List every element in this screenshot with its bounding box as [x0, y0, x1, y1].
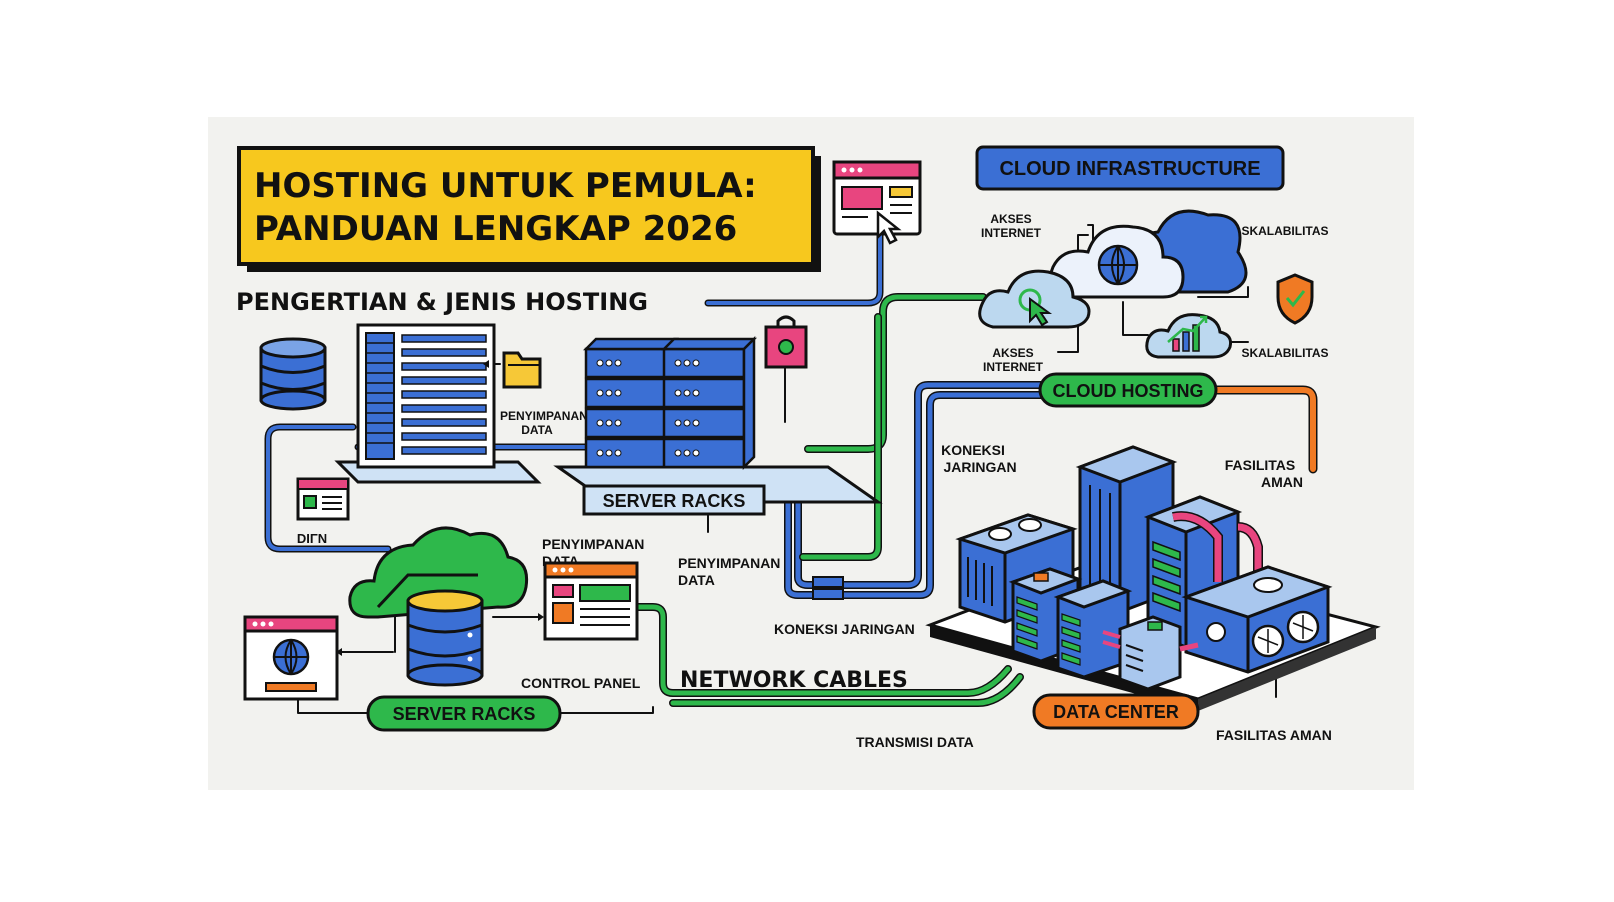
title-line-1: HOSTING UNTUK PEMULA: — [254, 166, 757, 206]
server-racks-icon — [553, 315, 883, 504]
label-fasilitas-a: FASILITAS — [1225, 457, 1296, 473]
label-network-cables: NETWORK CABLES — [680, 668, 908, 693]
label-penyimpanan-3a: PENYIMPANAN — [678, 555, 780, 571]
label-koneksi-a: KONEKSI — [941, 442, 1005, 458]
label-fasilitas-aman-bottom: FASILITAS AMAN — [1216, 727, 1332, 743]
browser-window-icon — [832, 160, 922, 245]
cloud-database-icon — [348, 526, 529, 687]
label-penyimpanan-1b: DATA — [521, 423, 553, 437]
folder-icon — [502, 351, 542, 389]
browser-small-icon — [296, 477, 350, 521]
cloud-globe-icon — [1048, 209, 1248, 299]
label-akses-1a: AKSES — [990, 212, 1031, 226]
label-akses-1b: INTERNET — [981, 226, 1042, 240]
label-diten: DIΓN — [297, 531, 327, 546]
cloud-cursor-icon — [978, 269, 1091, 329]
control-panel-icon — [543, 561, 639, 641]
label-control-panel: CONTROL PANEL — [521, 675, 641, 691]
label-penyimpanan-2a: PENYIMPANAN — [542, 536, 644, 552]
data-center-pill: DATA CENTER — [1032, 693, 1200, 730]
title-line-2: PANDUAN LENGKAP 2026 — [254, 209, 737, 249]
server-racks-bottom-pill: SERVER RACKS — [366, 695, 562, 732]
svg-text:CLOUD INFRASTRUCTURE: CLOUD INFRASTRUCTURE — [999, 158, 1260, 180]
cloud-infrastructure-label: CLOUD INFRASTRUCTURE — [975, 145, 1285, 191]
label-fasilitas-b: AMAN — [1261, 474, 1303, 490]
subtitle: PENGERTIAN & JENIS HOSTING — [236, 288, 648, 316]
database-icon — [259, 337, 327, 411]
server-racks-top-label: SERVER RACKS — [582, 484, 766, 516]
label-skalabilitas-1: SKALABILITAS — [1241, 224, 1328, 238]
hosting-diagram: HOSTING UNTUK PEMULA: PANDUAN LENGKAP 20… — [236, 145, 1381, 750]
label-koneksi-jaringan-bottom: KONEKSI JARINGAN — [774, 621, 915, 637]
svg-text:SERVER RACKS: SERVER RACKS — [393, 704, 536, 724]
lock-icon — [764, 315, 808, 369]
label-penyimpanan-3b: DATA — [678, 572, 715, 588]
label-penyimpanan-1a: PENYIMPANAN — [500, 409, 588, 423]
svg-text:SERVER RACKS: SERVER RACKS — [603, 491, 746, 511]
svg-text:DATA CENTER: DATA CENTER — [1053, 702, 1179, 722]
cloud-chart-icon — [1145, 313, 1232, 359]
svg-text:CLOUD HOSTING: CLOUD HOSTING — [1053, 381, 1204, 401]
server-cabinet-icon — [334, 323, 542, 484]
title-box: HOSTING UNTUK PEMULA: PANDUAN LENGKAP 20… — [237, 146, 821, 272]
label-akses-2b: INTERNET — [983, 360, 1044, 374]
website-globe-icon — [243, 615, 339, 701]
cloud-hosting-pill: CLOUD HOSTING — [1038, 372, 1218, 408]
label-skalabilitas-2: SKALABILITAS — [1241, 346, 1328, 360]
data-center-icon — [925, 445, 1381, 711]
diagram-panel: HOSTING UNTUK PEMULA: PANDUAN LENGKAP 20… — [208, 117, 1414, 790]
connector-lines — [264, 213, 1318, 714]
label-transmisi-data: TRANSMISI DATA — [856, 734, 974, 750]
label-koneksi-b: JARINGAN — [943, 459, 1016, 475]
shield-check-icon — [1276, 273, 1314, 325]
label-akses-2a: AKSES — [992, 346, 1033, 360]
